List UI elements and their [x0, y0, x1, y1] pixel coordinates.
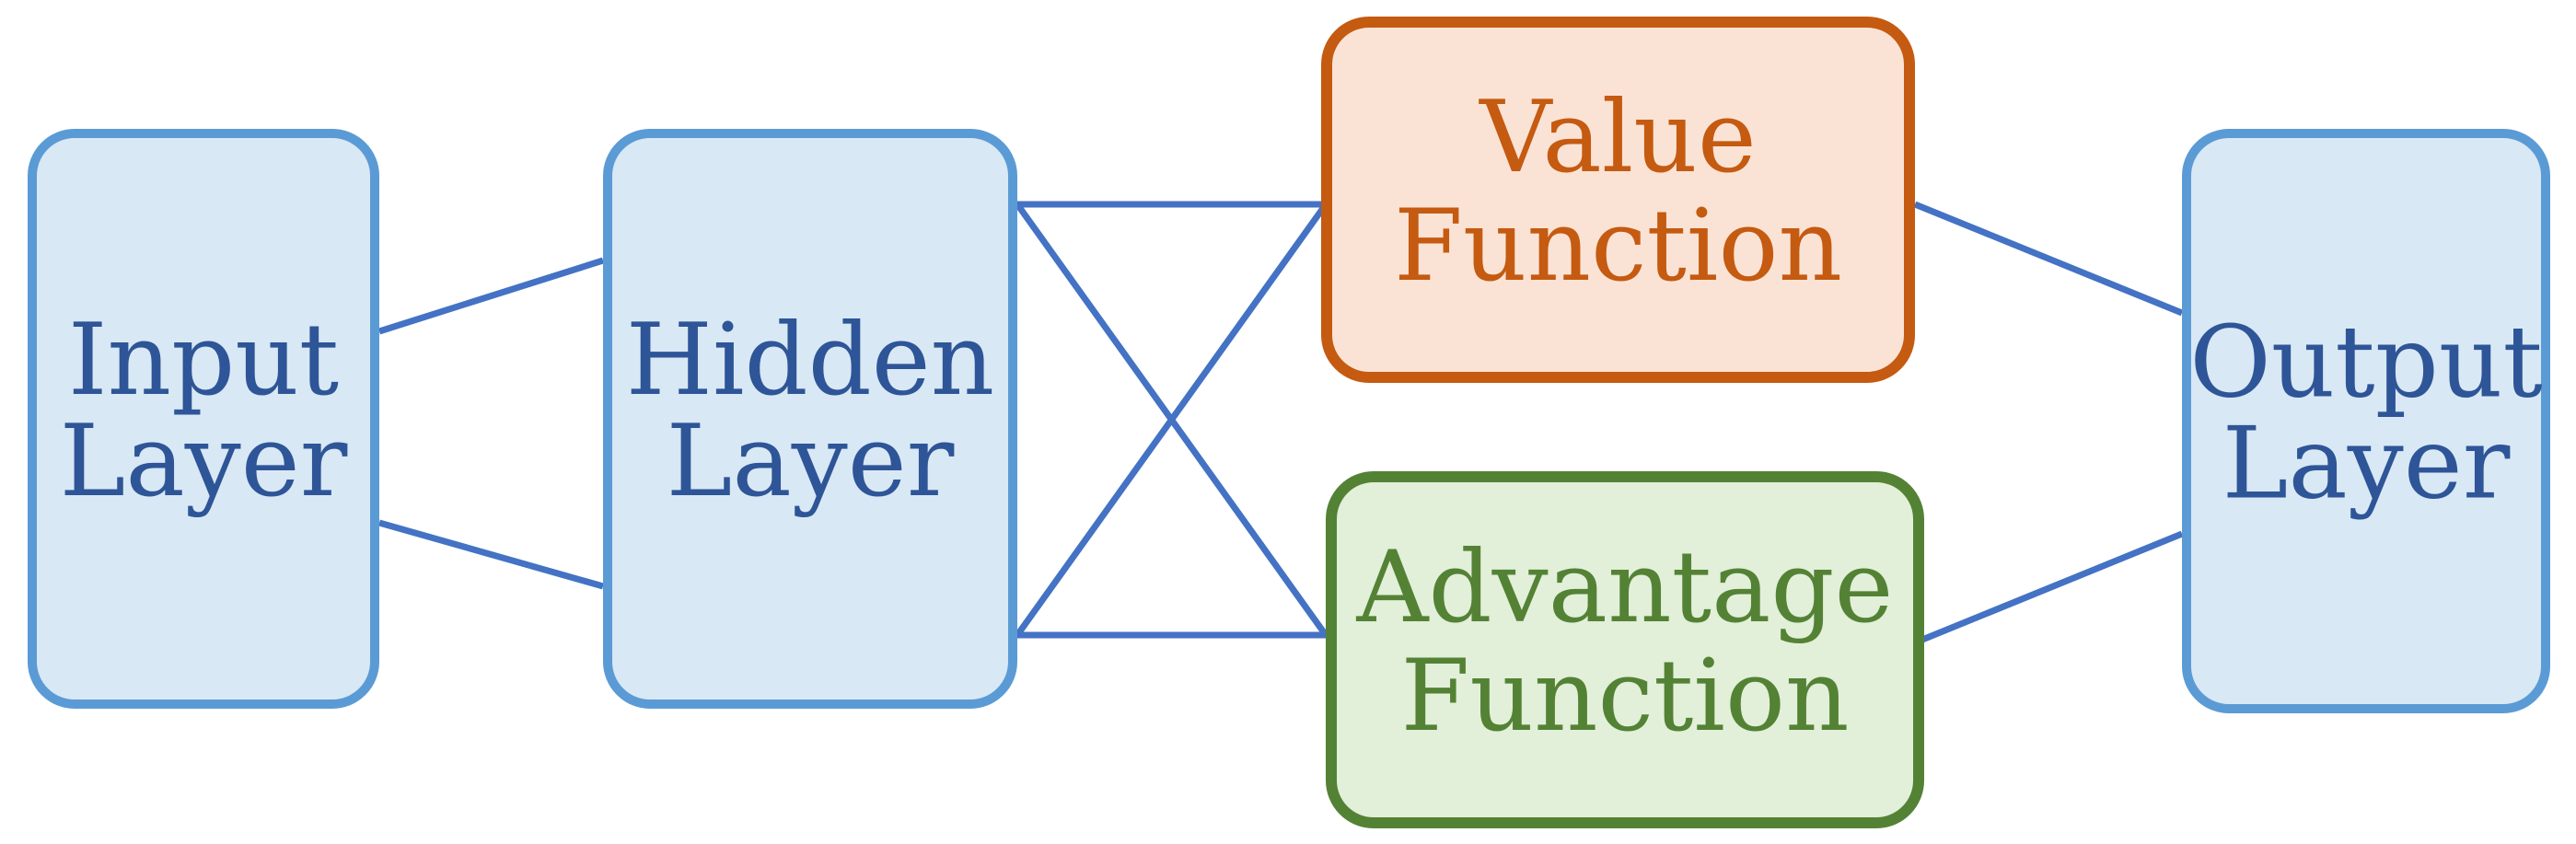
output-layer-label-line-1: Layer	[2222, 407, 2511, 522]
edge-hidden-to-value-cross	[1015, 202, 1329, 638]
edges-layer	[377, 201, 2184, 643]
hidden-layer-label-line-1: Layer	[667, 404, 955, 519]
edge-input-to-hidden-lower	[378, 519, 604, 590]
value-function-label-line-1: Function	[1394, 189, 1842, 304]
advantage-function-label-line-0: Advantage	[1356, 530, 1894, 645]
edge-input-to-hidden-upper	[377, 257, 605, 335]
edge-value-to-output	[1913, 201, 2184, 317]
output-layer-label-line-0: Output	[2189, 306, 2543, 421]
advantage-function-box[interactable]	[1326, 471, 1924, 828]
input-layer-box[interactable]	[28, 129, 379, 709]
hidden-layer-box[interactable]	[603, 129, 1017, 709]
hidden-layer-label-line-0: Hidden	[626, 303, 994, 418]
value-function-label-line-0: Value	[1478, 80, 1756, 195]
value-function-box[interactable]	[1321, 17, 1915, 383]
edge-advantage-to-output	[1920, 530, 2184, 643]
input-layer-label-line-1: Layer	[60, 404, 348, 519]
output-layer-box[interactable]	[2182, 129, 2550, 713]
input-layer-label-line-0: Input	[68, 303, 339, 418]
advantage-function-label-line-1: Function	[1400, 639, 1849, 754]
